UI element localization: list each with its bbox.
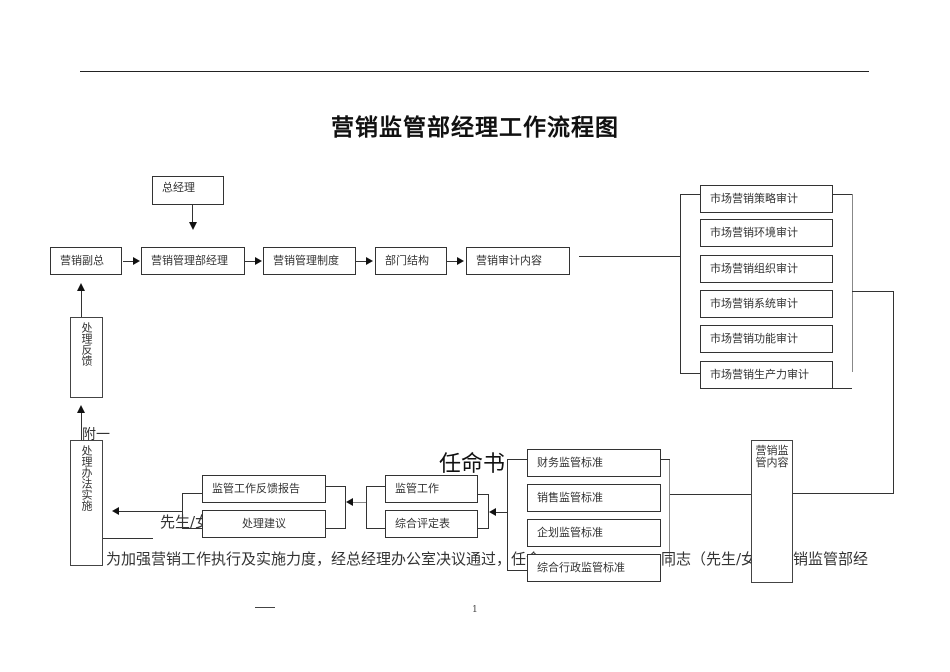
body-text-part3: 销监管部经 (793, 550, 869, 568)
connector (488, 494, 489, 529)
connector (495, 512, 507, 513)
box-feedback-report: 监管工作反馈报告 (202, 475, 326, 503)
connector (123, 261, 134, 262)
appointment-heading: 任命书 (439, 452, 506, 477)
feedback-label: 处理反馈 (80, 322, 93, 366)
box-handling-suggestion: 处理建议 (202, 510, 326, 538)
arrow-up-icon (77, 283, 85, 291)
connector (366, 528, 385, 529)
bracket-top (680, 194, 700, 195)
connector (478, 528, 488, 529)
connector (579, 256, 680, 257)
connector (833, 388, 852, 389)
connector (182, 493, 183, 529)
connector (447, 261, 458, 262)
connector (81, 290, 82, 317)
connector (792, 493, 894, 494)
connector (326, 528, 345, 529)
connector (893, 291, 894, 493)
audit-item-system: 市场营销系统审计 (700, 290, 833, 318)
box-audit-content: 营销审计内容 (466, 247, 570, 275)
page-title: 营销监管部经理工作流程图 (331, 115, 619, 141)
audit-item-strategy: 市场营销策略审计 (700, 185, 833, 213)
connector (192, 205, 193, 223)
appendix-label: 附一 (82, 427, 110, 443)
standard-finance: 财务监管标准 (527, 449, 661, 477)
salutation-text: 先生/女 (160, 513, 202, 531)
connector (366, 486, 367, 529)
audit-item-function: 市场营销功能审计 (700, 325, 833, 353)
box-supervision-work: 监管工作 (385, 475, 478, 503)
box-supervision-content: 营销监管内容 (751, 440, 793, 583)
box-dept-structure: 部门结构 (375, 247, 447, 275)
box-mgmt-system: 营销管理制度 (263, 247, 356, 275)
box-evaluation-form: 综合评定表 (385, 510, 478, 538)
connector (352, 502, 366, 503)
box-marketing-vp: 营销副总 (50, 247, 122, 275)
bracket-right (852, 194, 853, 372)
arrow-right-icon (366, 257, 373, 265)
standard-sales: 销售监管标准 (527, 484, 661, 512)
connector (507, 570, 527, 571)
body-text-part2: 同志（先生/女士）为我公 (661, 550, 751, 568)
implement-label: 处理办法实施 (80, 445, 93, 511)
arrow-up-icon (77, 405, 85, 413)
connector (833, 194, 852, 195)
arrow-left-icon (346, 498, 353, 506)
standard-admin: 综合行政监管标准 (527, 554, 661, 582)
connector (118, 511, 182, 512)
footer-dash (255, 607, 275, 608)
connector (182, 493, 202, 494)
connector (103, 538, 153, 539)
bracket-bottom (680, 373, 700, 374)
connector (478, 494, 488, 495)
arrow-left-icon (489, 508, 496, 516)
bracket-right (669, 459, 670, 567)
arrow-right-icon (133, 257, 140, 265)
audit-item-environment: 市场营销环境审计 (700, 219, 833, 247)
supervision-content-label: 营销监管内容 (755, 444, 789, 469)
bracket-left (680, 194, 681, 374)
arrow-down-icon (189, 222, 197, 230)
box-marketing-mgmt-manager: 营销管理部经理 (141, 247, 245, 275)
box-feedback: 处理反馈 (70, 317, 103, 398)
body-text-part1: 为加强营销工作执行及实施力度，经总经理办公室决议通过，任命 (106, 550, 542, 568)
standard-planning: 企划监管标准 (527, 519, 661, 547)
page-number: 1 (472, 605, 478, 615)
box-implement: 处理办法实施 (70, 440, 103, 566)
connector (356, 261, 367, 262)
connector (81, 412, 82, 440)
arrow-right-icon (255, 257, 262, 265)
audit-item-organization: 市场营销组织审计 (700, 255, 833, 283)
connector (345, 486, 346, 529)
arrow-right-icon (457, 257, 464, 265)
connector (660, 459, 670, 460)
arrow-left-icon (112, 507, 119, 515)
audit-item-productivity: 市场营销生产力审计 (700, 361, 833, 389)
connector (326, 486, 345, 487)
connector (182, 528, 202, 529)
header-rule (80, 71, 869, 72)
box-general-manager: 总经理 (152, 176, 224, 205)
connector (245, 261, 256, 262)
connector (507, 459, 527, 460)
connector (852, 291, 893, 292)
connector (366, 486, 385, 487)
bracket-left (507, 459, 508, 571)
connector (669, 494, 751, 495)
